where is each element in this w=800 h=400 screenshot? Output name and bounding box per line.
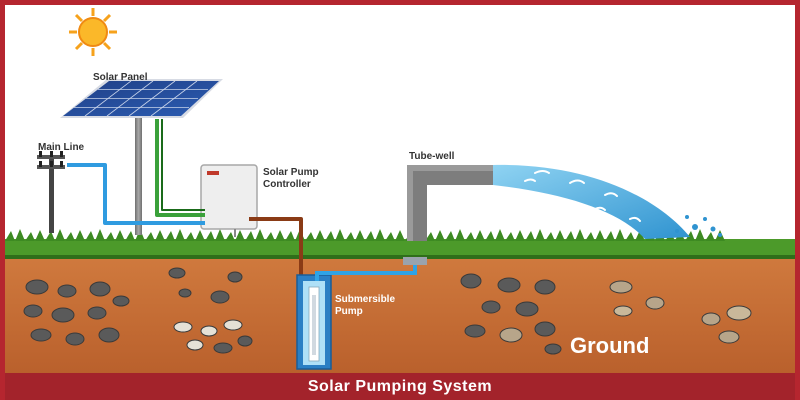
submersible-pump-label: Submersible Pump: [335, 294, 396, 317]
delivery-pipe: [315, 259, 417, 281]
well-cap: [403, 257, 427, 265]
sun-icon: [69, 8, 117, 56]
grass-layer: [5, 229, 795, 259]
power-pole: [37, 151, 65, 233]
solar-pumping-illustration: [5, 8, 795, 375]
controller-label: Solar Pump Controller: [263, 167, 319, 190]
solar-panel-label: Solar Panel: [93, 72, 148, 83]
tube-well-label: Tube-well: [409, 151, 455, 162]
water-stream: [493, 164, 722, 239]
submersible-pump: [296, 274, 332, 370]
footer-title: Solar Pumping System: [307, 377, 493, 395]
rocks-decoration: [23, 267, 752, 355]
footer-banner: Solar Pumping System: [5, 373, 795, 400]
connection-wires: [67, 119, 303, 280]
solar-panel: [60, 79, 223, 118]
ground-label: Ground: [570, 333, 650, 358]
solar-panel-pole: [135, 117, 142, 235]
tube-well: [407, 165, 493, 241]
pump-controller-box: [200, 164, 258, 237]
main-line-label: Main Line: [38, 142, 85, 153]
